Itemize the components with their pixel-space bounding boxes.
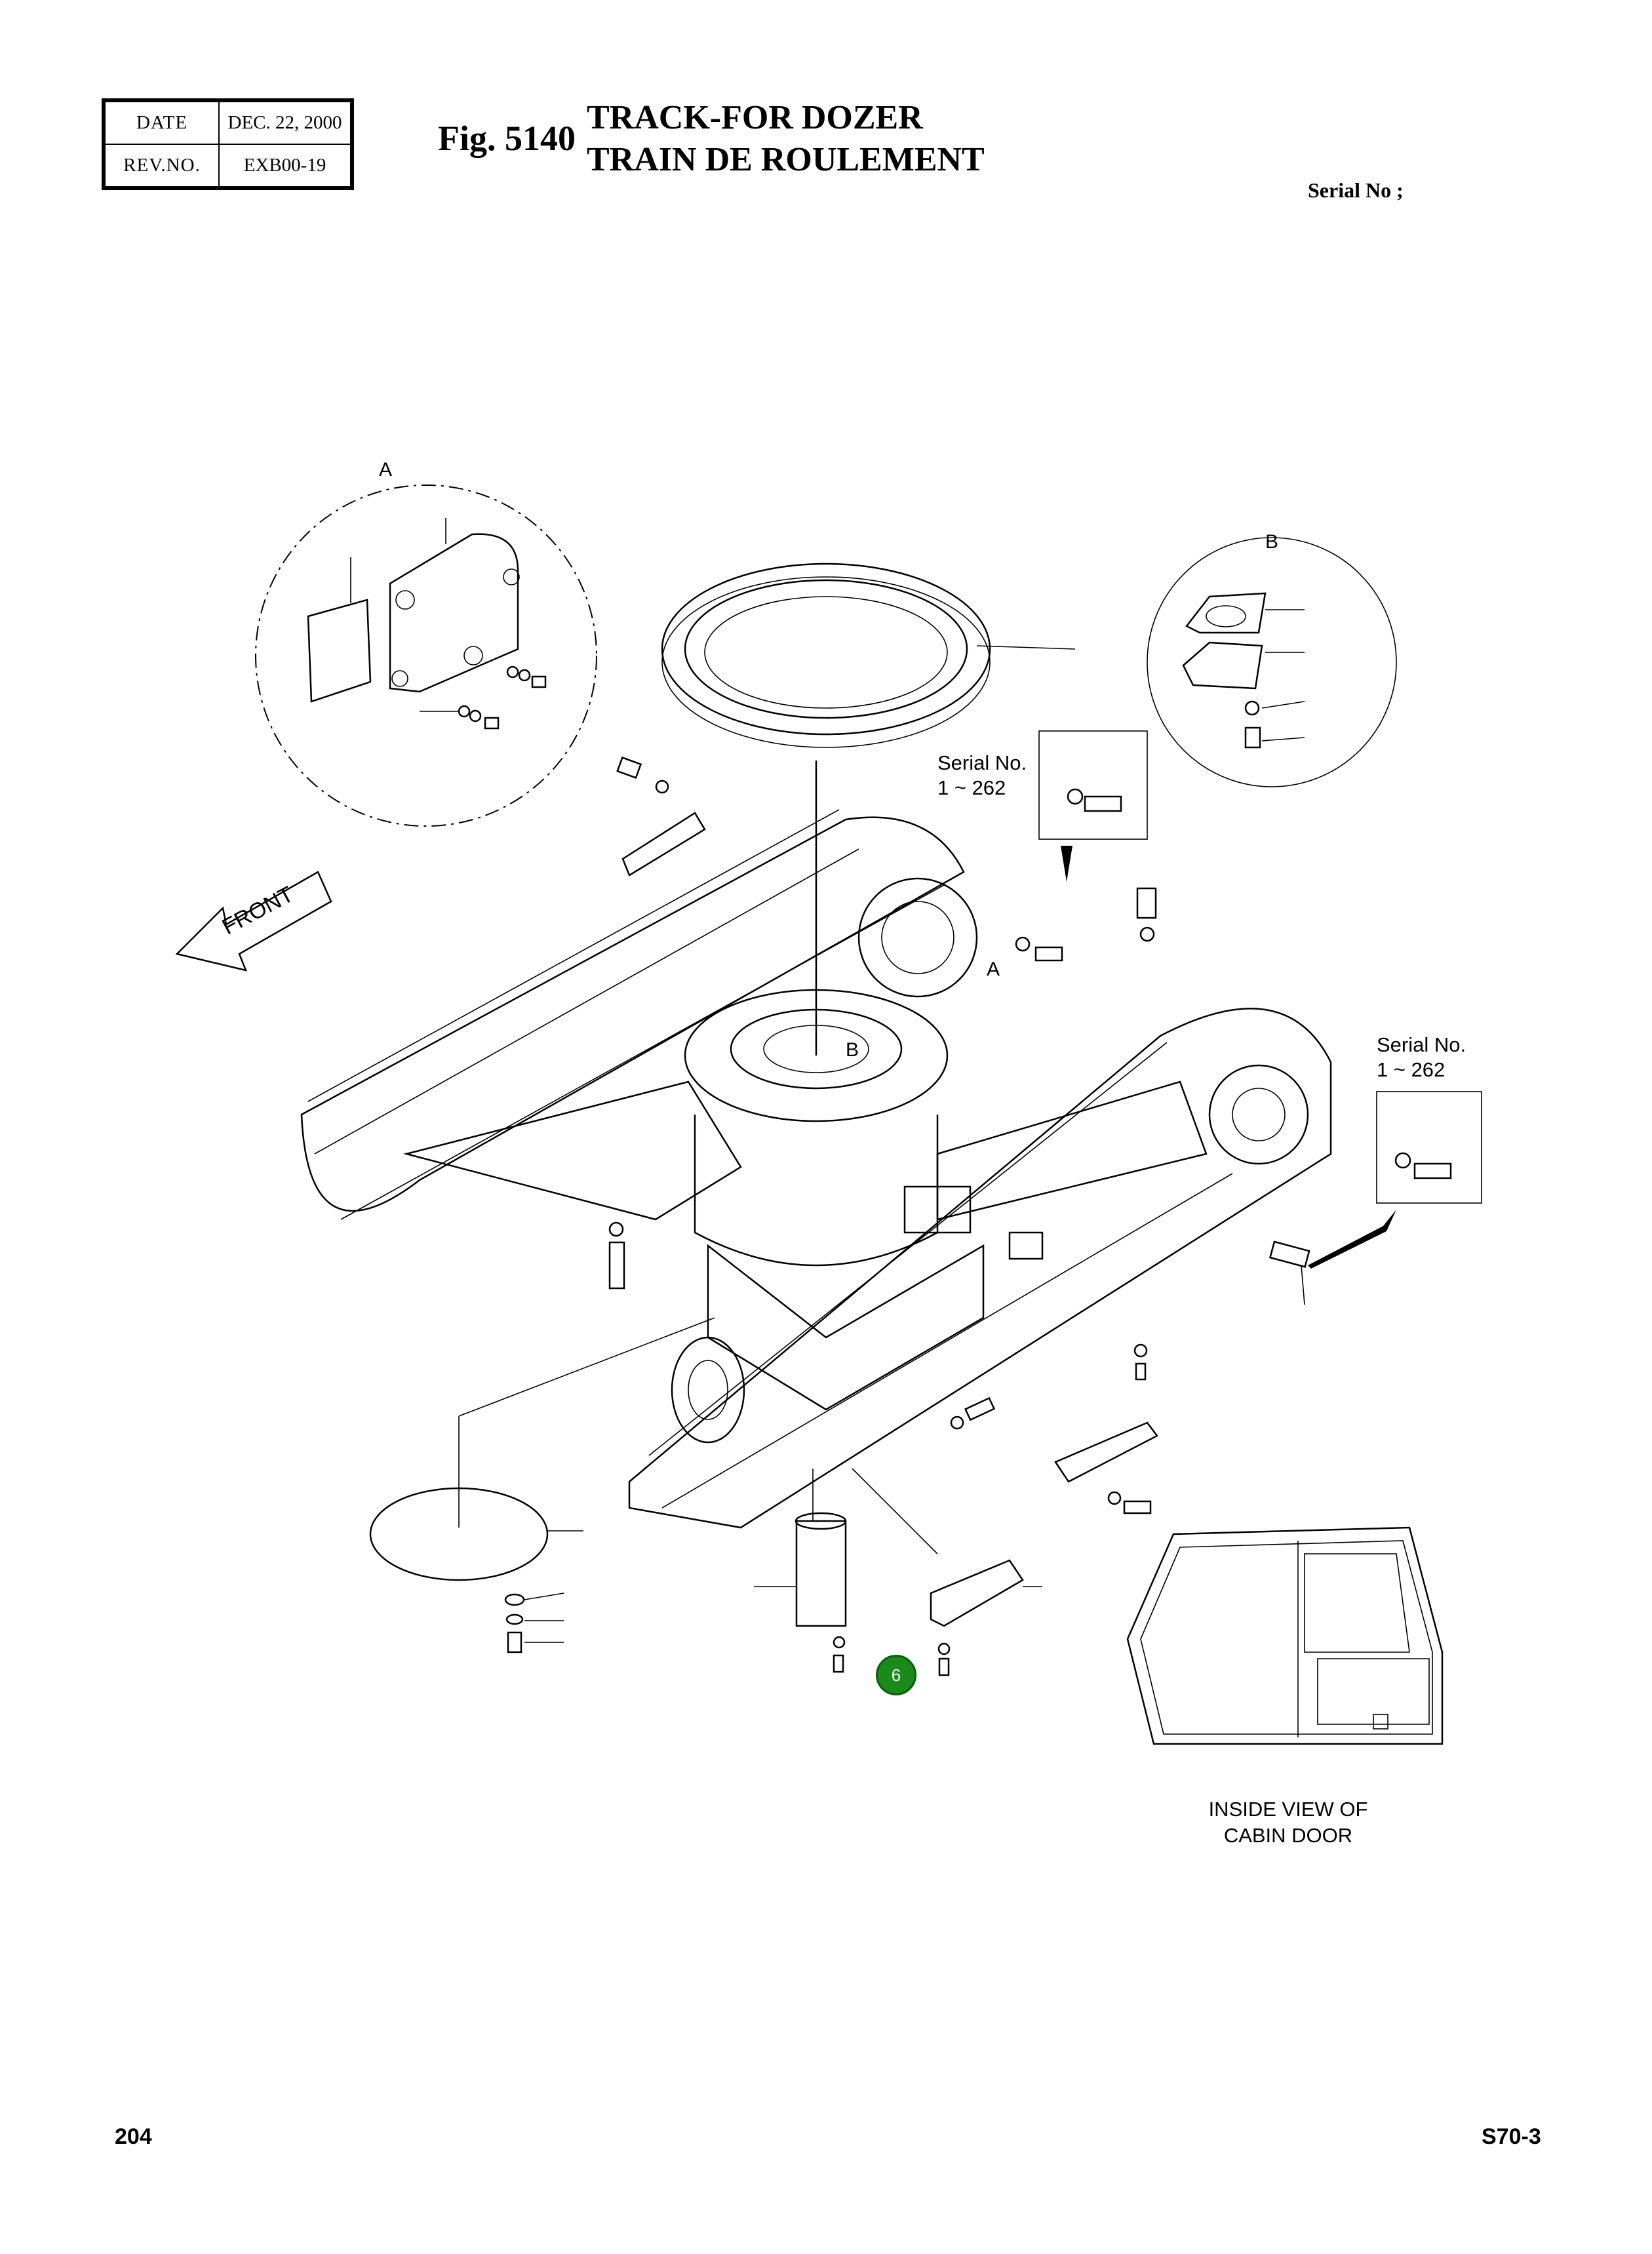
- date-label: DATE: [104, 101, 220, 145]
- swing-ring: [661, 563, 1076, 1056]
- cabin-door-view: [1126, 1526, 1444, 1745]
- serial-detail-box-1: [1038, 730, 1148, 882]
- title-english: TRACK-FOR DOZER: [587, 99, 923, 136]
- serial-note-1-line2: 1 ~ 262: [937, 776, 1006, 799]
- cabin-caption-line2: CABIN DOOR: [1223, 1824, 1353, 1847]
- serial-number-label: Serial No ;: [1308, 178, 1404, 202]
- cabin-door-caption: INSIDE VIEW OF CABIN DOOR: [1150, 1796, 1426, 1849]
- loose-fasteners: [608, 756, 1310, 1430]
- rev-value: EXB00-19: [218, 144, 351, 188]
- marker-b-label: B: [846, 1039, 859, 1061]
- serial-note-1: Serial No. 1 ~ 262: [937, 751, 1027, 801]
- detail-b-view: [1147, 537, 1397, 787]
- figure-number: Fig. 5140: [438, 119, 576, 158]
- rev-label: REV.NO.: [104, 144, 220, 188]
- serial-note-2: Serial No. 1 ~ 262: [1377, 1033, 1466, 1082]
- front-arrow-icon: [175, 871, 332, 972]
- serial-note-1-line1: Serial No.: [937, 751, 1027, 774]
- left-track: [300, 809, 965, 1220]
- serial-detail-box-2: [1308, 1091, 1482, 1269]
- title-french: TRAIN DE ROULEMENT: [587, 141, 985, 178]
- part-callout-marker[interactable]: 6: [876, 1655, 916, 1695]
- figure-title: TRACK-FOR DOZER TRAIN DE ROULEMENT: [587, 97, 985, 181]
- date-value: DEC. 22, 2000: [218, 101, 351, 145]
- drive-sprocket: [857, 877, 978, 998]
- page-number: 204: [115, 2124, 152, 2149]
- track-frame: [403, 989, 1309, 1444]
- model-number: S70-3: [1482, 2124, 1541, 2149]
- serial-note-2-line2: 1 ~ 262: [1377, 1058, 1446, 1081]
- lower-parts: [369, 1317, 1158, 1676]
- right-track: [628, 1008, 1332, 1529]
- detail-a-view: [255, 484, 597, 827]
- marker-a-label: A: [987, 959, 1000, 980]
- revision-box: DATE DEC. 22, 2000 REV.NO. EXB00-19: [102, 98, 354, 190]
- cabin-caption-line1: INSIDE VIEW OF: [1208, 1798, 1368, 1821]
- detail-b-label: B: [1265, 531, 1279, 553]
- serial-note-2-line1: Serial No.: [1377, 1033, 1466, 1056]
- detail-a-label: A: [379, 459, 393, 481]
